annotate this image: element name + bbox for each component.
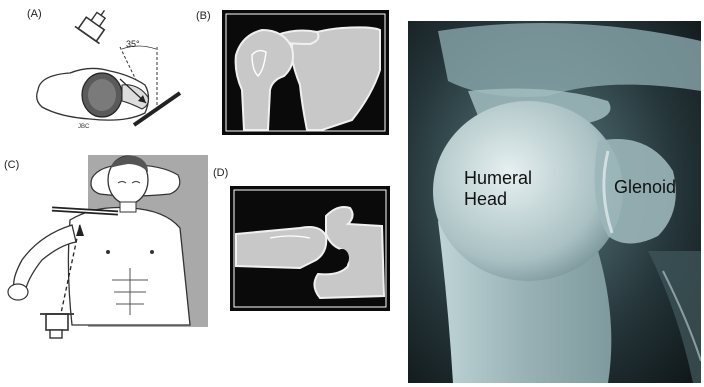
shoulder-xray-image	[408, 21, 701, 383]
label-glenoid: Glenoid	[614, 177, 676, 198]
panel-a-illustration: 35° JBC	[30, 5, 190, 130]
panel-d-illustration	[230, 186, 390, 311]
xray-tube-icon	[40, 314, 74, 338]
label-humeral-head-line1: Humeral	[464, 168, 532, 189]
xray-tube-icon	[75, 5, 117, 44]
illustration-initials: JBC	[78, 124, 90, 130]
panel-b-illustration	[222, 10, 389, 135]
panel-c-illustration	[0, 150, 215, 340]
panel-d-label: (D)	[213, 167, 228, 179]
panel-b-label: (B)	[196, 10, 211, 22]
angle-label: 35°	[126, 39, 140, 49]
label-humeral-head-line2: Head	[464, 189, 507, 210]
